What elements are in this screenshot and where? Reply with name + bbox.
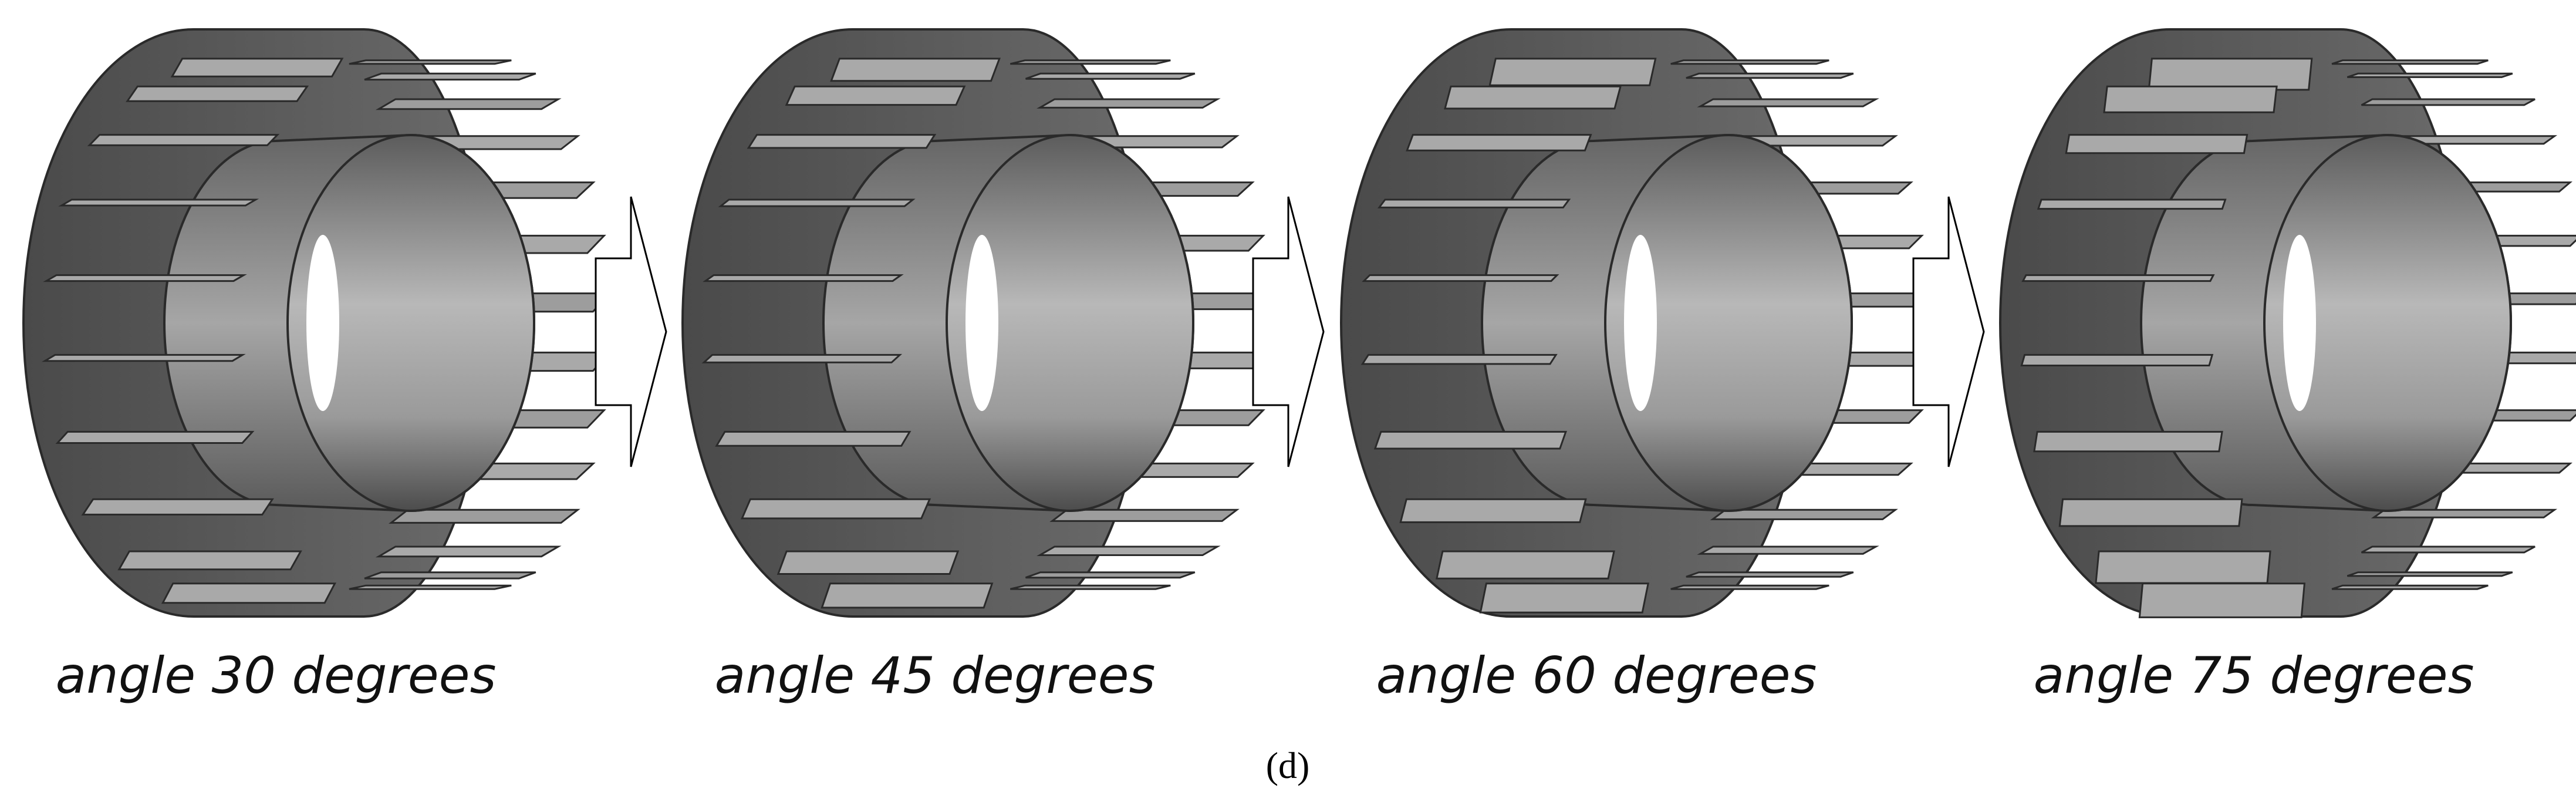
blade-right <box>2347 72 2513 78</box>
blade-left <box>1377 198 1571 208</box>
blade-right <box>1049 508 1240 522</box>
blade-left <box>41 353 246 362</box>
blade-left <box>821 582 994 609</box>
blade-left <box>1399 498 1587 523</box>
blade-right <box>1710 508 1898 520</box>
blade-right <box>349 59 512 65</box>
blade-left <box>1436 550 1615 580</box>
blade-left <box>741 498 931 520</box>
blade-left <box>776 550 960 575</box>
blade-left <box>1373 430 1567 450</box>
blade-left <box>1479 582 1650 614</box>
blade-left <box>2148 58 2313 91</box>
impeller-45-deg <box>681 28 1271 618</box>
angle-label-60: angle 60 degrees <box>1376 646 1817 705</box>
blade-right <box>375 545 562 558</box>
hub-through-hole <box>965 235 998 411</box>
blade-right <box>2347 571 2513 577</box>
impeller-75-deg <box>1999 28 2576 618</box>
blade-left <box>2138 582 2306 618</box>
blade-right <box>1025 571 1196 579</box>
blade-right <box>1697 98 1879 107</box>
blade-left <box>170 58 344 78</box>
blade-left <box>1444 85 1622 110</box>
blade-left <box>1362 274 1559 282</box>
blade-left <box>55 430 255 444</box>
blade-left <box>2037 198 2227 210</box>
angle-label-45: angle 45 degrees <box>715 646 1156 705</box>
hub-opening <box>946 134 1194 512</box>
blade-right <box>1010 59 1171 65</box>
blade-left <box>703 274 904 282</box>
angle-label-30: angle 30 degrees <box>56 646 497 705</box>
blade-right <box>1670 59 1829 65</box>
progression-arrow <box>1252 196 1325 467</box>
blade-left <box>2020 353 2214 366</box>
blade-right <box>1037 98 1221 109</box>
blade-right <box>2331 59 2489 65</box>
angle-label-75: angle 75 degrees <box>2034 646 2474 705</box>
blade-right <box>1010 584 1171 590</box>
blade-left <box>2065 134 2248 154</box>
blade-left <box>1360 353 1558 365</box>
blade-left <box>2058 498 2243 527</box>
blade-right <box>2331 584 2489 590</box>
blade-left <box>2033 430 2223 453</box>
hub-opening <box>286 134 535 512</box>
blade-right <box>2361 98 2536 106</box>
hub-opening <box>1604 134 1853 512</box>
hub-opening <box>2263 134 2512 512</box>
blade-left <box>747 134 937 149</box>
blade-left <box>2021 274 2215 282</box>
blade-left <box>715 430 911 447</box>
blade-right <box>1025 72 1196 80</box>
blade-left <box>126 85 309 102</box>
blade-left <box>43 274 247 282</box>
blade-left <box>785 85 966 106</box>
blade-left <box>2103 85 2278 113</box>
blade-left <box>701 353 903 363</box>
blade-right <box>1697 545 1879 555</box>
blade-right <box>1670 584 1829 590</box>
hub-through-hole <box>306 235 339 411</box>
blade-right <box>375 98 562 110</box>
blade-right <box>2371 508 2558 518</box>
blade-right <box>389 508 580 524</box>
blade-left <box>87 134 280 146</box>
progression-arrow <box>1912 196 1985 467</box>
impeller-30-deg <box>22 28 612 618</box>
hub-through-hole <box>2283 235 2316 411</box>
blade-left <box>117 550 302 571</box>
blade-left <box>1406 134 1592 151</box>
blade-right <box>1686 571 1854 578</box>
blade-right <box>1037 545 1221 556</box>
blade-left <box>830 58 1001 82</box>
blade-left <box>718 198 916 207</box>
progression-arrow <box>595 196 667 467</box>
hub-through-hole <box>1624 235 1657 411</box>
blade-left <box>58 198 259 207</box>
blade-right <box>364 571 536 580</box>
blade-left <box>81 498 274 516</box>
blade-left <box>1488 58 1657 86</box>
blade-right <box>1686 72 1854 79</box>
blade-left <box>161 582 336 604</box>
blade-right <box>364 72 536 81</box>
blade-left <box>2095 550 2271 584</box>
blade-right <box>349 584 512 590</box>
impeller-60-deg <box>1340 28 1930 618</box>
panel-label: (d) <box>1266 745 1310 786</box>
blade-right <box>2361 545 2536 554</box>
